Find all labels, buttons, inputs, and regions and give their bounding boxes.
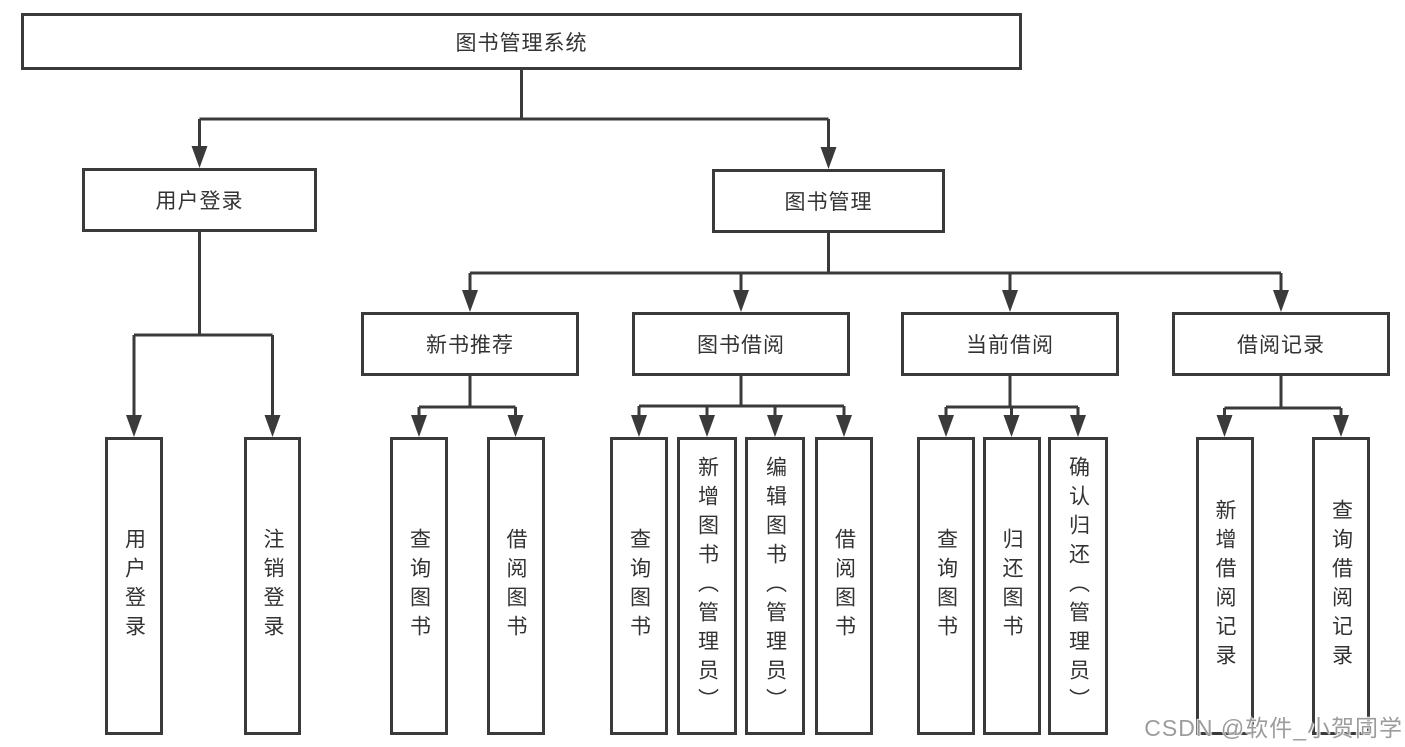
leaf-user-login-label: 用户登录	[122, 528, 146, 644]
leaf-logout: 注销登录	[244, 437, 301, 735]
leaf-add-borrow-record-label: 新增借阅记录	[1213, 499, 1236, 673]
leaf-edit-books-admin: 编辑图书（管理员）	[745, 437, 805, 735]
node-new-book-recommend: 新书推荐	[361, 312, 579, 376]
leaf-borrow-books: 借阅图书	[815, 437, 873, 735]
arrowheads	[126, 146, 1349, 437]
node-user-login-label: 用户登录	[155, 190, 244, 213]
csdn-watermark: CSDN @软件_小贺同学	[1144, 715, 1403, 741]
leaf-return-books-label: 归还图书	[1000, 528, 1023, 644]
node-book-borrow: 图书借阅	[632, 312, 850, 376]
node-library-system: 图书管理系统	[21, 13, 1022, 70]
leaf-borrow-books-recommend-label: 借阅图书	[504, 528, 527, 644]
node-user-login: 用户登录	[82, 168, 317, 232]
node-book-management: 图书管理	[712, 169, 945, 233]
leaf-return-books: 归还图书	[982, 437, 1041, 735]
leaf-query-borrow-record-label: 查询借阅记录	[1329, 499, 1353, 673]
leaf-borrow-books-label: 借阅图书	[832, 528, 856, 644]
leaf-query-books-recommend-label: 查询图书	[407, 528, 431, 644]
leaf-add-books-admin: 新增图书（管理员）	[677, 437, 737, 735]
node-library-system-label: 图书管理系统	[455, 31, 588, 55]
leaf-logout-label: 注销登录	[261, 528, 284, 644]
leaf-user-login: 用户登录	[105, 437, 163, 735]
node-current-borrow-label: 当前借阅	[966, 334, 1054, 357]
leaf-query-books-borrow-label: 查询图书	[627, 528, 651, 644]
node-new-book-recommend-label: 新书推荐	[426, 334, 514, 357]
node-book-management-label: 图书管理	[784, 191, 873, 214]
node-borrow-records: 借阅记录	[1172, 312, 1390, 376]
leaf-query-books-recommend: 查询图书	[390, 437, 448, 735]
leaf-query-books-borrow: 查询图书	[610, 437, 668, 735]
leaf-add-books-admin-label: 新增图书（管理员）	[695, 455, 719, 717]
leaf-borrow-books-recommend: 借阅图书	[486, 437, 545, 735]
node-current-borrow: 当前借阅	[901, 312, 1119, 376]
node-book-borrow-label: 图书借阅	[697, 334, 785, 357]
node-borrow-records-label: 借阅记录	[1237, 334, 1325, 357]
leaf-confirm-return-admin-label: 确认归还（管理员）	[1066, 455, 1090, 717]
leaf-add-borrow-record: 新增借阅记录	[1195, 437, 1254, 735]
leaf-confirm-return-admin: 确认归还（管理员）	[1048, 437, 1108, 735]
leaf-query-books-current: 查询图书	[917, 437, 975, 735]
leaf-query-borrow-record: 查询借阅记录	[1312, 437, 1370, 735]
leaf-edit-books-admin-label: 编辑图书（管理员）	[763, 455, 787, 717]
leaf-query-books-current-label: 查询图书	[934, 528, 958, 644]
